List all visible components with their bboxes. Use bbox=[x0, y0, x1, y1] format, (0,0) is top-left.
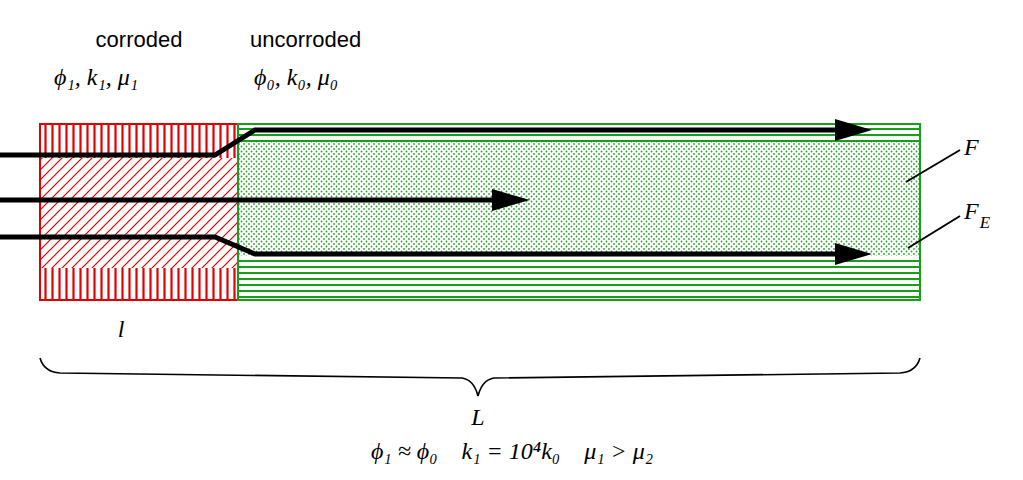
region-heading: corroded bbox=[96, 28, 183, 52]
force-label: F bbox=[964, 198, 979, 224]
region-parameters: ϕ₁, k₁, μ₁ bbox=[54, 64, 138, 90]
uncorroded-stripes bbox=[238, 124, 920, 142]
length-brace bbox=[40, 358, 920, 396]
flow-arrow bbox=[0, 198, 495, 203]
length-label: l bbox=[118, 316, 125, 342]
leader-line bbox=[908, 216, 960, 248]
flow-arrow bbox=[0, 130, 838, 155]
force-label: F bbox=[964, 134, 979, 160]
uncorroded-outline bbox=[238, 124, 920, 300]
uncorroded-stripes bbox=[238, 256, 920, 300]
region-heading: uncorroded bbox=[250, 28, 361, 52]
corroded-region: corrodedϕ₁, k₁, μ₁ bbox=[40, 124, 238, 300]
force-subscript: E bbox=[980, 214, 990, 233]
length-label: L bbox=[471, 404, 484, 430]
corroded-outline bbox=[40, 124, 238, 300]
arrow-head bbox=[835, 243, 872, 265]
arrow-head bbox=[492, 189, 530, 211]
leader-line bbox=[906, 150, 960, 182]
region-parameters: ϕ₀, k₀, μ₀ bbox=[254, 64, 338, 90]
arrow-head bbox=[835, 119, 872, 141]
corroded-stripes bbox=[40, 268, 238, 300]
flow-arrow bbox=[0, 237, 838, 254]
corroded-hatch bbox=[40, 158, 238, 268]
uncorroded-region: uncorrodedϕ₀, k₀, μ₀ bbox=[238, 124, 920, 300]
relation-formula: ϕ₁ ≈ ϕ₀ k₁ = 10⁴k₀ μ₁ > μ₂ bbox=[371, 438, 653, 464]
